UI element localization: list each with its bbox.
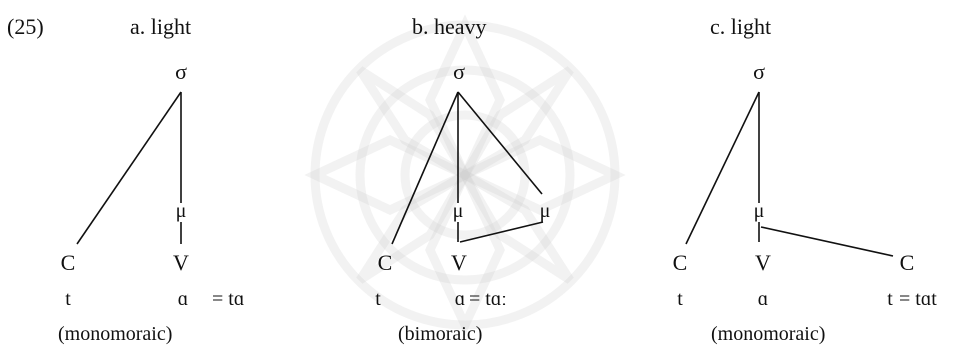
segment-t: t	[65, 288, 71, 310]
mora-count-note: (monomoraic)	[58, 323, 172, 345]
vowel-node: V	[451, 250, 467, 275]
panel-light-c: c. light σ μ C V C t ɑ t = tɑt (monomora…	[673, 14, 938, 345]
panel-label: a. light	[130, 14, 191, 39]
segment-a: ɑ	[758, 288, 768, 310]
sigma-node: σ	[453, 59, 465, 84]
sigma-node: σ	[175, 59, 187, 84]
mora-node: μ	[754, 200, 765, 222]
sigma-to-onset-line	[685, 91, 760, 245]
sigma-to-mora2-line	[457, 91, 543, 195]
watermark-rosette	[304, 14, 626, 336]
coda-segment-t: t	[887, 288, 893, 310]
mora-count-note: (bimoraic)	[398, 323, 482, 345]
vowel-node: V	[173, 250, 189, 275]
second-mora-node: μ	[540, 200, 551, 222]
coda-consonant-node: C	[900, 250, 915, 275]
mora-count-note: (monomoraic)	[711, 323, 825, 345]
segment-a: ɑ	[455, 288, 465, 310]
mora-node: μ	[453, 200, 464, 222]
surface-form: = tɑ	[212, 288, 244, 310]
consonant-node: C	[673, 250, 688, 275]
vowel-node: V	[755, 250, 771, 275]
consonant-node: C	[61, 250, 76, 275]
example-number: (25)	[7, 14, 44, 39]
sigma-to-onset-line	[391, 91, 459, 245]
panel-label: b. heavy	[412, 14, 487, 39]
mora-to-coda-line	[760, 226, 894, 257]
segment-t: t	[375, 288, 381, 310]
surface-form: = tɑt	[899, 288, 937, 310]
segment-t: t	[677, 288, 683, 310]
mora2-to-vowel-line	[459, 221, 544, 243]
panel-light-a: a. light σ μ C V t ɑ = tɑ (monomoraic)	[58, 14, 244, 345]
mora-node: μ	[176, 200, 187, 222]
sigma-node: σ	[753, 59, 765, 84]
panel-heavy-b: b. heavy σ μ μ C V t ɑ = tɑː (bimoraic)	[375, 14, 550, 345]
segment-a: ɑ	[178, 288, 188, 310]
consonant-node: C	[378, 250, 393, 275]
sigma-to-onset-line	[76, 91, 182, 245]
panel-label: c. light	[710, 14, 771, 39]
surface-form: = tɑː	[469, 288, 507, 310]
